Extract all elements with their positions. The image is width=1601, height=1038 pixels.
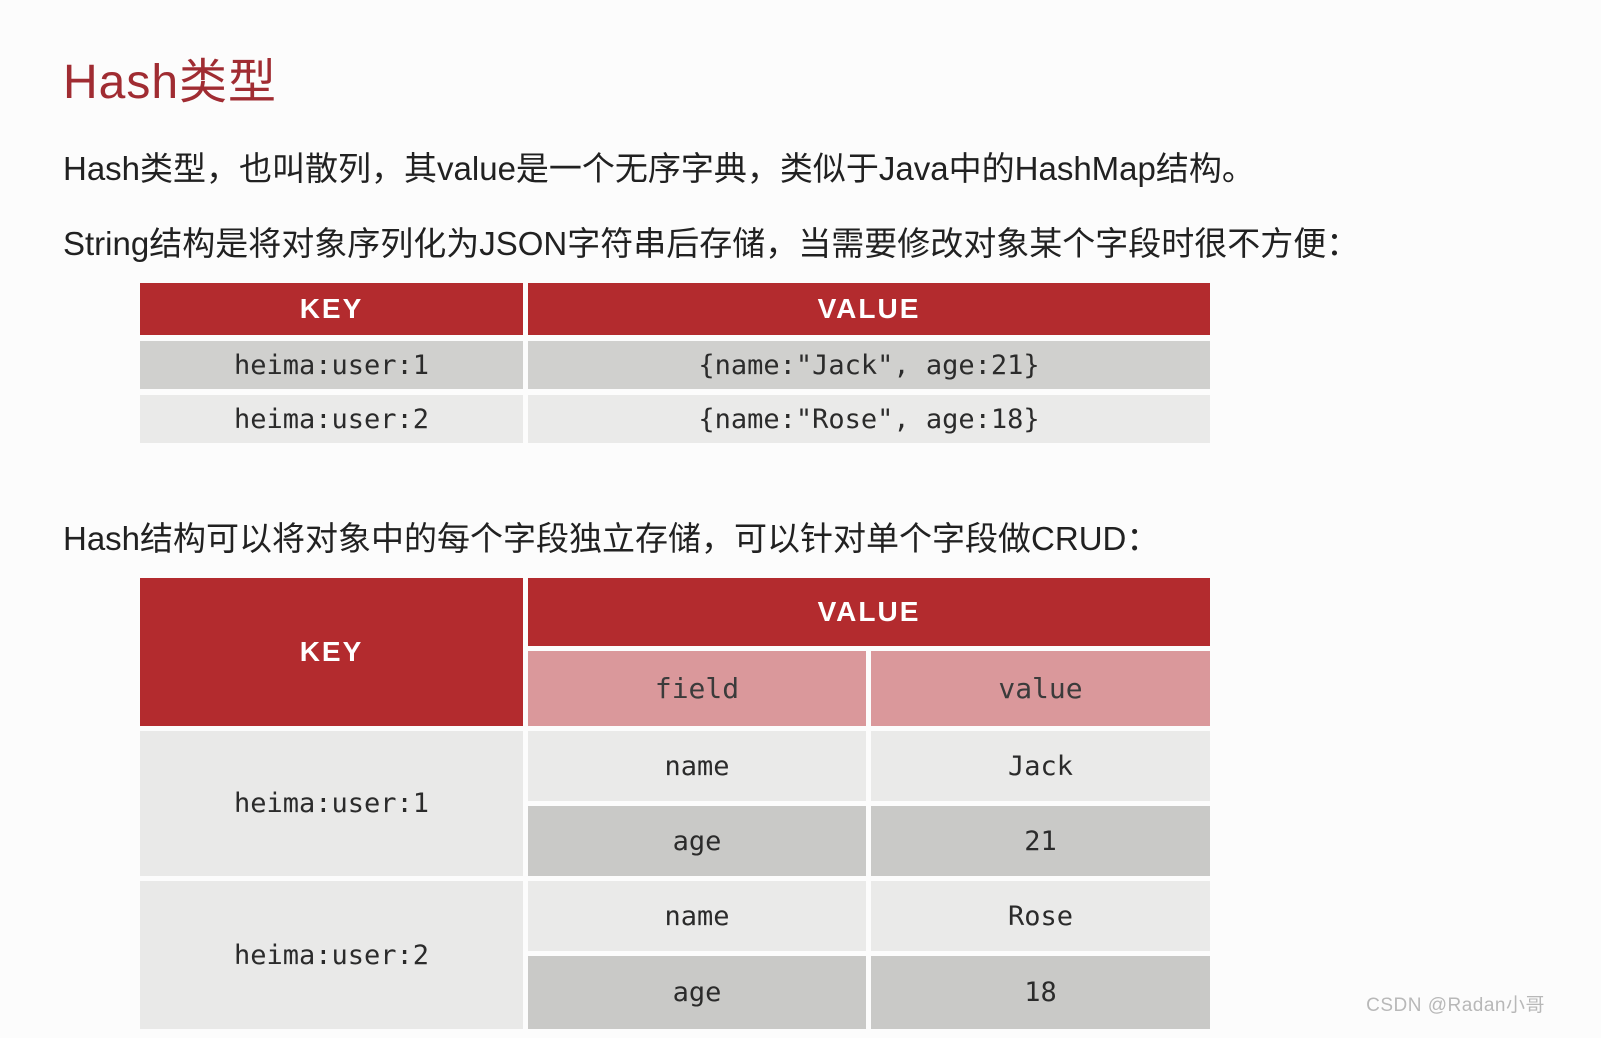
string-table-value-header: VALUE bbox=[528, 283, 1210, 335]
hash-structure-table: KEY VALUE field value heima:user:1 name … bbox=[140, 578, 1210, 1029]
hash-table-user1-name-field: name bbox=[528, 731, 866, 801]
string-table-row1-value: {name:"Jack", age:21} bbox=[528, 341, 1210, 389]
hash-table-user1-name-value: Jack bbox=[871, 731, 1210, 801]
string-structure-table: KEY VALUE heima:user:1 {name:"Jack", age… bbox=[140, 283, 1210, 443]
hash-table-user1-age-field: age bbox=[528, 806, 866, 876]
string-limitation-paragraph: String结构是将对象序列化为JSON字符串后存储，当需要修改对象某个字段时很… bbox=[63, 225, 1360, 262]
csdn-watermark: CSDN @Radan小哥 bbox=[1366, 995, 1545, 1016]
hash-table-field-subheader: field bbox=[528, 651, 866, 726]
hash-benefit-paragraph: Hash结构可以将对象中的每个字段独立存储，可以针对单个字段做CRUD： bbox=[63, 520, 1160, 557]
hash-table-user2-age-field: age bbox=[528, 956, 866, 1029]
string-table-row1-key: heima:user:1 bbox=[140, 341, 523, 389]
page-title: Hash类型 bbox=[63, 56, 278, 109]
hash-table-value-header: VALUE bbox=[528, 578, 1210, 646]
hash-intro-paragraph: Hash类型，也叫散列，其value是一个无序字典，类似于Java中的HashM… bbox=[63, 150, 1255, 187]
hash-table-value-subheader: value bbox=[871, 651, 1210, 726]
hash-table-key-header: KEY bbox=[140, 578, 523, 726]
hash-table-user1-key: heima:user:1 bbox=[140, 731, 523, 876]
string-table-row2-key: heima:user:2 bbox=[140, 395, 523, 443]
hash-table-user2-age-value: 18 bbox=[871, 956, 1210, 1029]
hash-table-user2-key: heima:user:2 bbox=[140, 881, 523, 1029]
string-table-key-header: KEY bbox=[140, 283, 523, 335]
hash-table-user1-age-value: 21 bbox=[871, 806, 1210, 876]
hash-table-user2-name-value: Rose bbox=[871, 881, 1210, 951]
string-table-row2-value: {name:"Rose", age:18} bbox=[528, 395, 1210, 443]
hash-table-user2-name-field: name bbox=[528, 881, 866, 951]
